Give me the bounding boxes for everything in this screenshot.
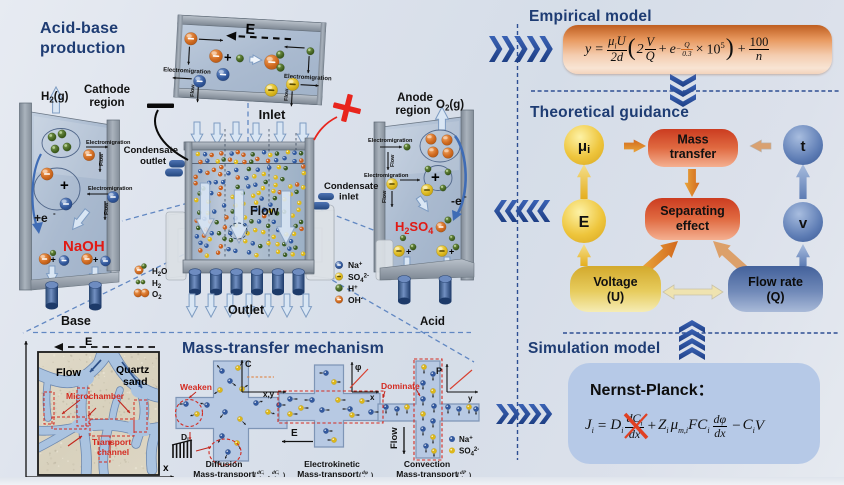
svg-text:Flow rate: Flow rate <box>748 275 803 289</box>
svg-text:E: E <box>85 336 92 348</box>
svg-text:(: ( <box>457 472 460 479</box>
svg-text:Flow: Flow <box>284 88 291 101</box>
svg-text:+: + <box>406 247 411 257</box>
svg-text:region: region <box>89 97 124 109</box>
svg-text:): ) <box>371 472 373 479</box>
svg-text:NaOH: NaOH <box>63 238 105 255</box>
svg-text:region: region <box>395 105 430 117</box>
svg-text:Convection: Convection <box>404 459 450 469</box>
svg-text:-: - <box>464 192 467 201</box>
svg-text:+: + <box>93 255 98 265</box>
svg-text:transfer: transfer <box>670 147 717 161</box>
svg-text:H2O: H2O <box>152 267 167 278</box>
svg-text:Diffusion: Diffusion <box>206 459 243 469</box>
svg-text:Mass-transport: Mass-transport <box>396 469 458 479</box>
svg-text:SO42-: SO42- <box>459 447 479 458</box>
svg-text:Electrokinetic: Electrokinetic <box>304 459 360 469</box>
svg-text:Inlet: Inlet <box>259 107 286 122</box>
svg-text:Electromigration: Electromigration <box>284 74 332 83</box>
svg-text:+: + <box>431 169 440 186</box>
svg-text:Mass: Mass <box>677 133 708 147</box>
svg-text:t: t <box>801 138 806 155</box>
svg-text:y: y <box>468 394 473 403</box>
svg-text:Cathode: Cathode <box>84 84 130 96</box>
svg-text:Flow: Flow <box>56 367 81 379</box>
svg-text:,: , <box>268 472 270 479</box>
svg-text:Di: Di <box>181 432 189 444</box>
svg-text:Flow: Flow <box>382 190 388 203</box>
svg-text:Electromigration: Electromigration <box>163 67 211 76</box>
svg-text:Microchamber: Microchamber <box>66 391 125 401</box>
svg-text:H+: H+ <box>348 284 358 294</box>
svg-text:-: - <box>53 209 56 218</box>
svg-text:H2: H2 <box>152 279 162 290</box>
svg-text:E: E <box>291 428 298 439</box>
svg-text:Voltage: Voltage <box>593 275 637 289</box>
svg-text:SO42-: SO42- <box>348 272 369 284</box>
svg-text:Weaken: Weaken <box>180 382 212 392</box>
svg-text:dCᵢ: dCᵢ <box>257 470 264 476</box>
svg-text:Mass-transport: Mass-transport <box>297 469 359 479</box>
svg-text:Flow: Flow <box>389 427 400 449</box>
svg-text:E: E <box>245 22 256 39</box>
svg-text:Separating: Separating <box>660 204 725 218</box>
svg-text:outlet: outlet <box>140 156 167 167</box>
svg-text:x: x <box>163 463 169 474</box>
svg-text:effect: effect <box>676 219 710 233</box>
svg-text:H2(g): H2(g) <box>41 91 69 105</box>
svg-text:P: P <box>436 366 442 376</box>
svg-text:+e: +e <box>34 211 48 225</box>
svg-text:E: E <box>579 214 590 231</box>
svg-text:φ: φ <box>355 362 362 372</box>
svg-text:): ) <box>283 472 285 479</box>
svg-text:(: ( <box>359 472 362 479</box>
svg-text:(Q): (Q) <box>766 290 784 304</box>
svg-text:Na+: Na+ <box>459 435 473 444</box>
svg-text:-e: -e <box>451 194 462 208</box>
svg-text:x: x <box>370 393 375 402</box>
svg-text:+: + <box>449 247 454 257</box>
svg-text:O2: O2 <box>152 290 162 301</box>
svg-text:Condensate: Condensate <box>324 181 378 192</box>
svg-text:dP: dP <box>460 470 467 476</box>
svg-text:Flow: Flow <box>250 204 279 218</box>
svg-text:v: v <box>799 215 808 232</box>
svg-text:+: + <box>51 255 56 265</box>
svg-text:Electromigration: Electromigration <box>368 138 413 144</box>
svg-text:dφ: dφ <box>362 470 369 476</box>
svg-text:C: C <box>245 359 252 369</box>
svg-text:Electromigration: Electromigration <box>364 173 409 179</box>
svg-text:(U): (U) <box>607 290 624 304</box>
svg-text:(: ( <box>254 472 257 479</box>
svg-text:): ) <box>469 472 471 479</box>
svg-text:Electromigration: Electromigration <box>86 140 131 146</box>
svg-text:channel: channel <box>97 447 129 457</box>
svg-text:Flow: Flow <box>190 84 197 97</box>
svg-text:Electromigration: Electromigration <box>88 186 133 192</box>
svg-text:Acid: Acid <box>420 316 445 328</box>
svg-text:dCᵢ: dCᵢ <box>272 470 279 476</box>
svg-text:OH-: OH- <box>348 295 363 305</box>
svg-text:Anode: Anode <box>397 92 433 104</box>
svg-text:x,y: x,y <box>263 390 275 399</box>
svg-text:Na+: Na+ <box>348 260 363 270</box>
svg-text:Dominate: Dominate <box>381 381 420 391</box>
svg-text:Outlet: Outlet <box>228 303 265 317</box>
svg-text:Flow: Flow <box>390 154 396 167</box>
svg-text:Condensate: Condensate <box>124 145 178 156</box>
svg-text:O2(g): O2(g) <box>436 99 464 113</box>
svg-text:Flow: Flow <box>104 202 110 215</box>
svg-text:Base: Base <box>61 314 91 328</box>
svg-text:+: + <box>224 50 233 65</box>
svg-text:Transport: Transport <box>92 437 131 447</box>
svg-text:H2SO4: H2SO4 <box>395 219 433 236</box>
svg-text:Flow: Flow <box>99 153 105 166</box>
svg-text:+: + <box>60 177 69 194</box>
svg-text:Mass-transport: Mass-transport <box>193 469 255 479</box>
svg-text:Quartz: Quartz <box>116 364 149 376</box>
svg-text:sand: sand <box>123 376 148 388</box>
svg-text:inlet: inlet <box>339 192 359 203</box>
